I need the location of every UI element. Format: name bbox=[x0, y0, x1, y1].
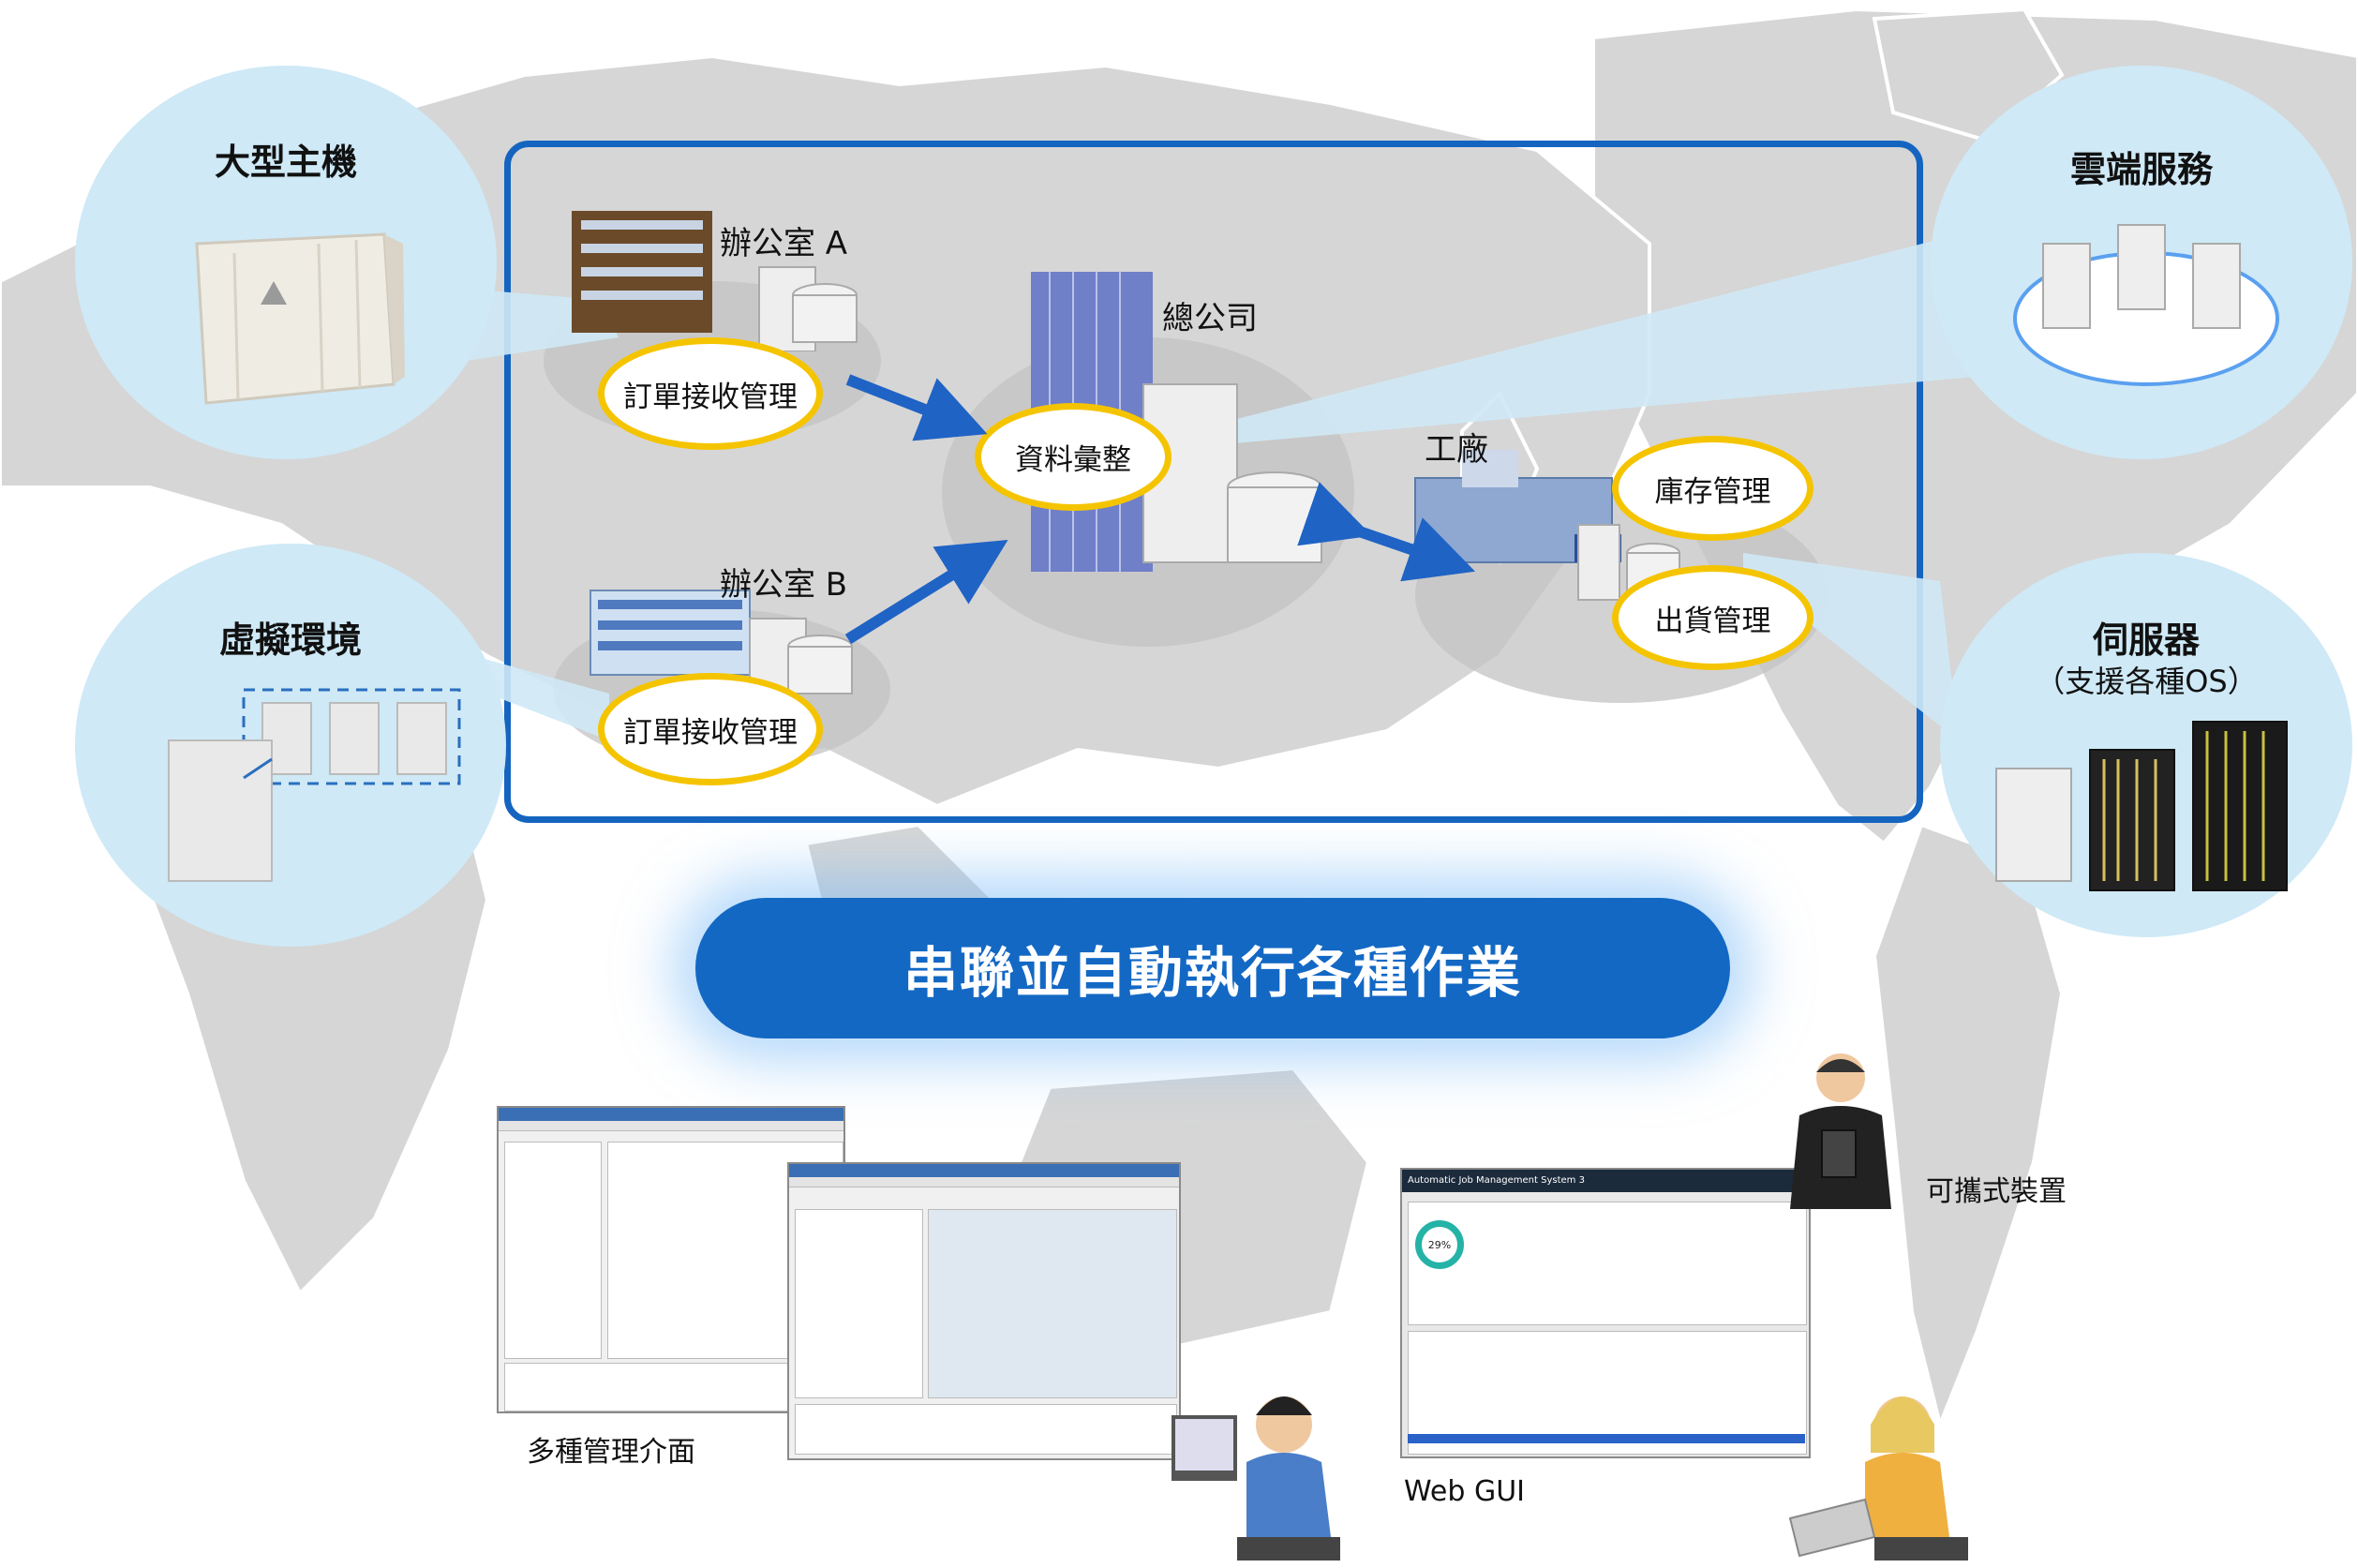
operator-person-icon bbox=[1172, 1396, 1340, 1561]
automation-banner: 串聯並自動執行各種作業 bbox=[695, 898, 1730, 1038]
office-a-label: 辦公室 A bbox=[720, 225, 848, 262]
virtual-bubble: 虛擬環境 bbox=[75, 544, 506, 947]
office-b-label: 辦公室 B bbox=[720, 566, 848, 604]
cloud-icon bbox=[2013, 224, 2279, 386]
enterprise-network-frame bbox=[504, 141, 1923, 823]
hq-task: 資料彙整 bbox=[975, 403, 1172, 511]
mobile-user-icon bbox=[1790, 1053, 1891, 1209]
web-gui-window: Automatic Job Management System 3 29% bbox=[1400, 1168, 1811, 1458]
hq-label: 總公司 bbox=[1162, 300, 1258, 337]
virtual-servers-icon bbox=[168, 688, 461, 882]
server-subtitle: （支援各種OS） bbox=[2035, 664, 2258, 699]
progress-donut: 29% bbox=[1415, 1220, 1464, 1269]
servers-icon bbox=[1995, 721, 2288, 891]
multi-ui-caption: 多種管理介面 bbox=[527, 1436, 695, 1469]
cloud-bubble: 雲端服務 bbox=[1931, 66, 2352, 459]
factory-task-shipping: 出貨管理 bbox=[1612, 565, 1813, 670]
virtual-title: 虛擬環境 bbox=[218, 620, 362, 661]
mobile-caption: 可攜式裝置 bbox=[1926, 1175, 2067, 1208]
office-a-building-icon bbox=[572, 211, 858, 351]
schedule-window bbox=[787, 1162, 1181, 1460]
web-window-title: Automatic Job Management System 3 bbox=[1402, 1170, 1809, 1192]
factory-label: 工廠 bbox=[1425, 431, 1488, 469]
mainframe-icon bbox=[195, 232, 405, 405]
server-bubble: 伺服器 （支援各種OS） bbox=[1940, 553, 2352, 937]
cloud-title: 雲端服務 bbox=[2069, 149, 2213, 190]
web-user-person-icon bbox=[1788, 1396, 1968, 1561]
server-title: 伺服器 bbox=[2092, 620, 2200, 661]
office-a-task: 訂單接收管理 bbox=[598, 337, 823, 450]
mainframe-bubble: 大型主機 bbox=[75, 66, 497, 459]
office-b-task: 訂單接收管理 bbox=[598, 673, 823, 785]
factory-task-inventory: 庫存管理 bbox=[1612, 436, 1813, 541]
web-gui-caption: Web GUI bbox=[1404, 1475, 1525, 1508]
mainframe-title: 大型主機 bbox=[214, 142, 357, 183]
